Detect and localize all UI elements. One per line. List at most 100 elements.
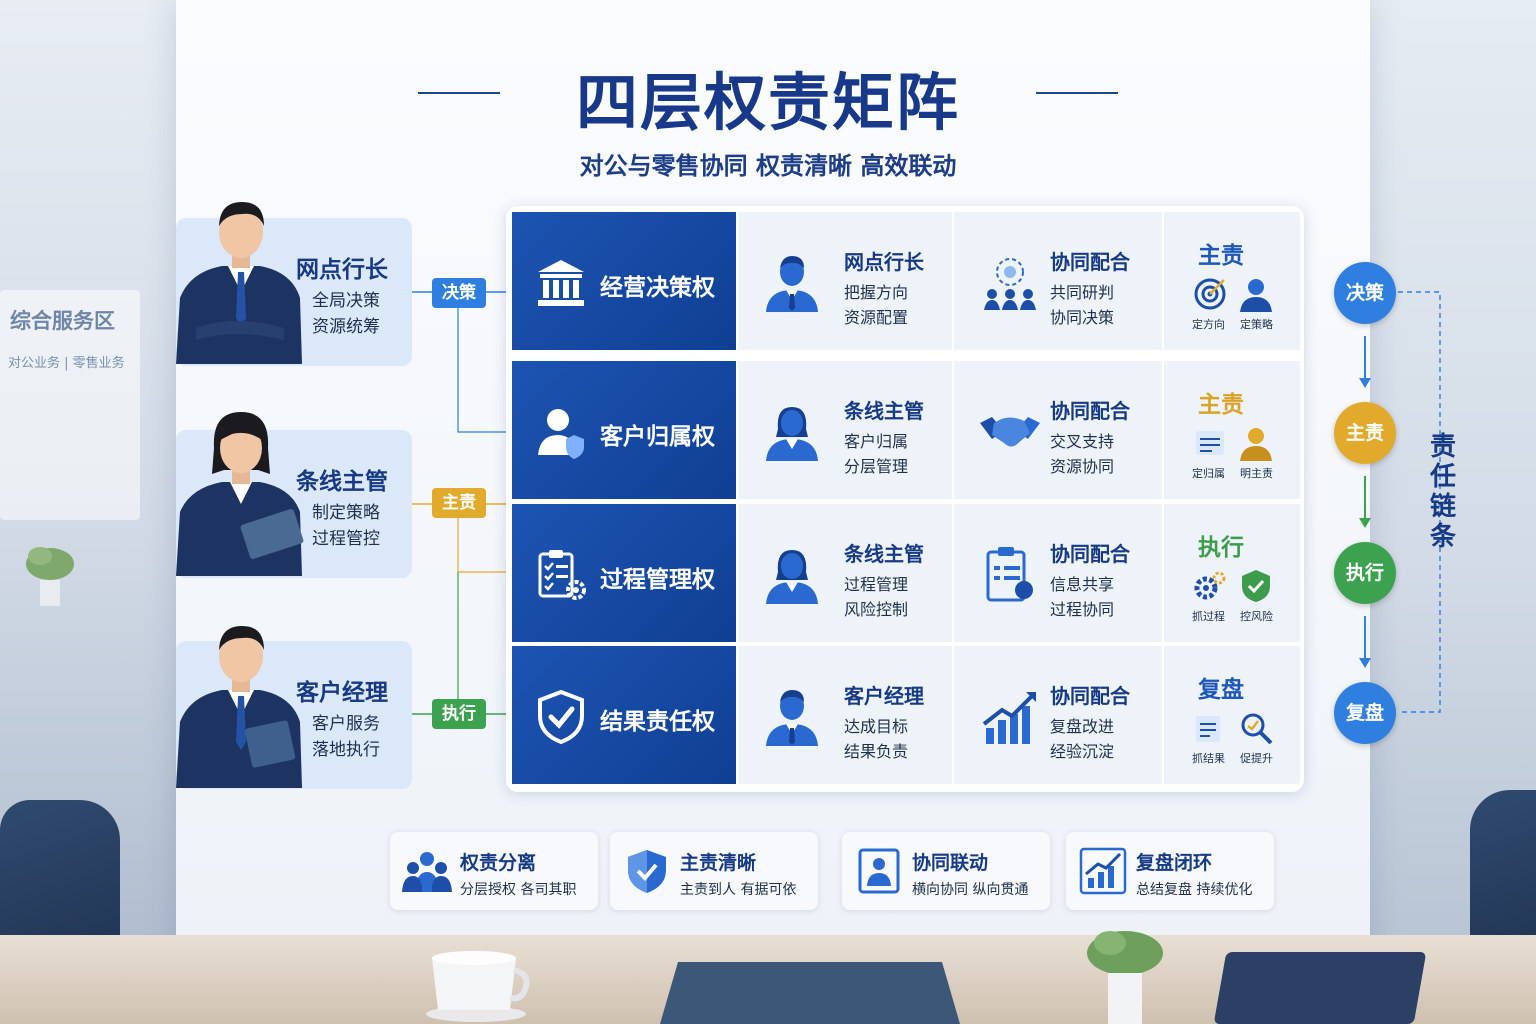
- role-cell-title: 客户经理: [844, 684, 924, 708]
- matrix-row: 过程管理权 条线主管 过程管理风险控制 协同配合 信息共享过程协同 执行 抓过程…: [512, 504, 1302, 642]
- coop-cell-desc: 交叉支持资源协同: [1050, 432, 1115, 476]
- tag-decision: 决策: [432, 278, 486, 308]
- coop-cell: 协同配合 交叉支持资源协同: [954, 361, 1162, 499]
- matrix-row: 客户归属权 条线主管 客户归属分层管理 协同配合 交叉支持资源协同 主责 定归属…: [512, 361, 1302, 499]
- collaboration-icon: [978, 542, 1042, 606]
- responsibility-icon: [1192, 425, 1228, 461]
- responsibility-sub: 促提升: [1240, 752, 1273, 765]
- tag-execution: 执行: [432, 699, 486, 729]
- collaboration-icon: [978, 684, 1042, 748]
- coop-cell-title: 协同配合: [1050, 542, 1130, 566]
- coop-cell: 协同配合 信息共享过程协同: [954, 504, 1162, 642]
- person-desc: 制定策略 过程管控: [312, 503, 380, 549]
- responsibility-cell: 主责 定归属 明主责: [1164, 361, 1300, 499]
- service-area-title: 综合服务区: [10, 309, 115, 333]
- chain-step-review: 复盘: [1334, 682, 1396, 744]
- page-subtitle: 对公与零售协同 权责清晰 高效联动: [579, 152, 957, 180]
- responsibility-sub: 抓结果: [1192, 752, 1225, 765]
- coop-cell-title: 协同配合: [1050, 684, 1130, 708]
- role-cell-title: 网点行长: [844, 250, 924, 274]
- coop-cell: 协同配合 共同研判协同决策: [954, 212, 1162, 350]
- person-name: 条线主管: [296, 469, 388, 495]
- principle-card: 主责清晰 主责到人 有据可依: [610, 832, 818, 910]
- responsibility-label: 主责: [1198, 392, 1244, 418]
- row-head: 客户归属权: [512, 361, 736, 499]
- chain-connector: [1359, 291, 1441, 713]
- coffee-cup-icon: [426, 951, 530, 1022]
- role-cell: 条线主管 客户归属分层管理: [738, 361, 952, 499]
- title-deco-right: [1036, 92, 1118, 94]
- chain-step-decision: 决策: [1334, 262, 1396, 324]
- responsibility-icon: [1238, 276, 1274, 312]
- responsibility-cell: 执行 抓过程 控风险: [1164, 504, 1300, 642]
- responsibility-label: 执行: [1198, 535, 1244, 561]
- account-manager-avatar: [176, 626, 302, 788]
- responsibility-sub: 定方向: [1192, 318, 1225, 331]
- row-head: 经营决策权: [512, 212, 736, 350]
- desk-plant-icon: [1087, 931, 1163, 1024]
- row-head: 过程管理权: [512, 504, 736, 642]
- role-cell: 条线主管 过程管理风险控制: [738, 504, 952, 642]
- principle-title: 协同联动: [912, 852, 989, 874]
- responsibility-cell: 主责 定方向 定策略: [1164, 212, 1300, 350]
- role-cell-title: 条线主管: [844, 542, 924, 566]
- principle-title: 权责分离: [460, 852, 537, 874]
- person-icon: [762, 252, 822, 312]
- person-name: 网点行长: [296, 257, 388, 283]
- role-cell-title: 条线主管: [844, 399, 924, 423]
- principle-desc: 总结复盘 持续优化: [1136, 882, 1253, 898]
- service-area-sign: [0, 290, 140, 520]
- coop-cell-desc: 信息共享过程协同: [1050, 575, 1115, 619]
- collaboration-icon: [978, 399, 1042, 463]
- person-icon: [762, 686, 822, 746]
- role-cell-desc: 客户归属分层管理: [844, 432, 909, 476]
- tag-main-responsibility: 主责: [432, 488, 486, 518]
- role-cell: 客户经理 达成目标结果负责: [738, 646, 952, 784]
- principle-card: 权责分离 分层授权 各司其职: [390, 832, 598, 910]
- responsibility-label: 复盘: [1198, 677, 1244, 703]
- row-head-label: 经营决策权: [600, 275, 715, 301]
- coop-cell-desc: 共同研判协同决策: [1050, 283, 1115, 327]
- chain-step-execution: 执行: [1334, 542, 1396, 604]
- responsibility-sub: 定策略: [1240, 318, 1273, 331]
- responsibility-icon: [1238, 425, 1274, 461]
- responsibility-icon: [1192, 568, 1228, 604]
- person-name: 客户经理: [296, 680, 388, 706]
- role-cell-desc: 把握方向资源配置: [844, 283, 909, 327]
- line-supervisor-avatar: [176, 412, 304, 576]
- responsibility-icon: [1192, 276, 1228, 312]
- role-cell-desc: 达成目标结果负责: [844, 717, 909, 761]
- principle-desc: 分层授权 各司其职: [460, 882, 577, 898]
- principle-desc: 主责到人 有据可依: [680, 882, 797, 898]
- responsibility-sub: 明主责: [1240, 467, 1273, 480]
- page-title: 四层权责矩阵: [575, 66, 960, 139]
- service-area-subtitle: 对公业务 | 零售业务: [8, 356, 125, 371]
- responsibility-cell: 复盘 抓结果 促提升: [1164, 646, 1300, 784]
- matrix-row: 经营决策权 网点行长 把握方向资源配置 协同配合 共同研判协同决策 主责 定方向…: [512, 212, 1302, 350]
- responsibility-icon: [1192, 710, 1228, 746]
- principle-card: 协同联动 横向协同 纵向贯通: [842, 832, 1050, 910]
- coop-cell-desc: 复盘改进经验沉淀: [1050, 717, 1115, 761]
- principle-desc: 横向协同 纵向贯通: [912, 882, 1029, 898]
- responsibility-label: 主责: [1198, 243, 1244, 269]
- principle-title: 复盘闭环: [1136, 852, 1213, 874]
- person-desc: 客户服务 落地执行: [312, 714, 380, 760]
- row-head: 结果责任权: [512, 646, 736, 784]
- title-deco-left: [418, 92, 500, 94]
- matrix-row: 结果责任权 客户经理 达成目标结果负责 协同配合 复盘改进经验沉淀 复盘 抓结果…: [512, 646, 1302, 784]
- person-icon: [762, 544, 822, 604]
- plant-icon: [26, 547, 74, 606]
- coop-cell-title: 协同配合: [1050, 399, 1130, 423]
- folder: [1213, 952, 1427, 1024]
- principle-title: 主责清晰: [680, 852, 757, 874]
- principle-card: 复盘闭环 总结复盘 持续优化: [1066, 832, 1274, 910]
- desk-panel: [660, 962, 960, 1024]
- collaboration-icon: [978, 250, 1042, 314]
- role-cell-desc: 过程管理风险控制: [844, 575, 909, 619]
- coop-cell: 协同配合 复盘改进经验沉淀: [954, 646, 1162, 784]
- responsibility-icon: [1238, 710, 1274, 746]
- responsibility-icon: [1238, 568, 1274, 604]
- chain-label: 责任链条: [1429, 432, 1456, 552]
- person-desc: 全局决策 资源统筹: [312, 291, 380, 337]
- coop-cell-title: 协同配合: [1050, 250, 1130, 274]
